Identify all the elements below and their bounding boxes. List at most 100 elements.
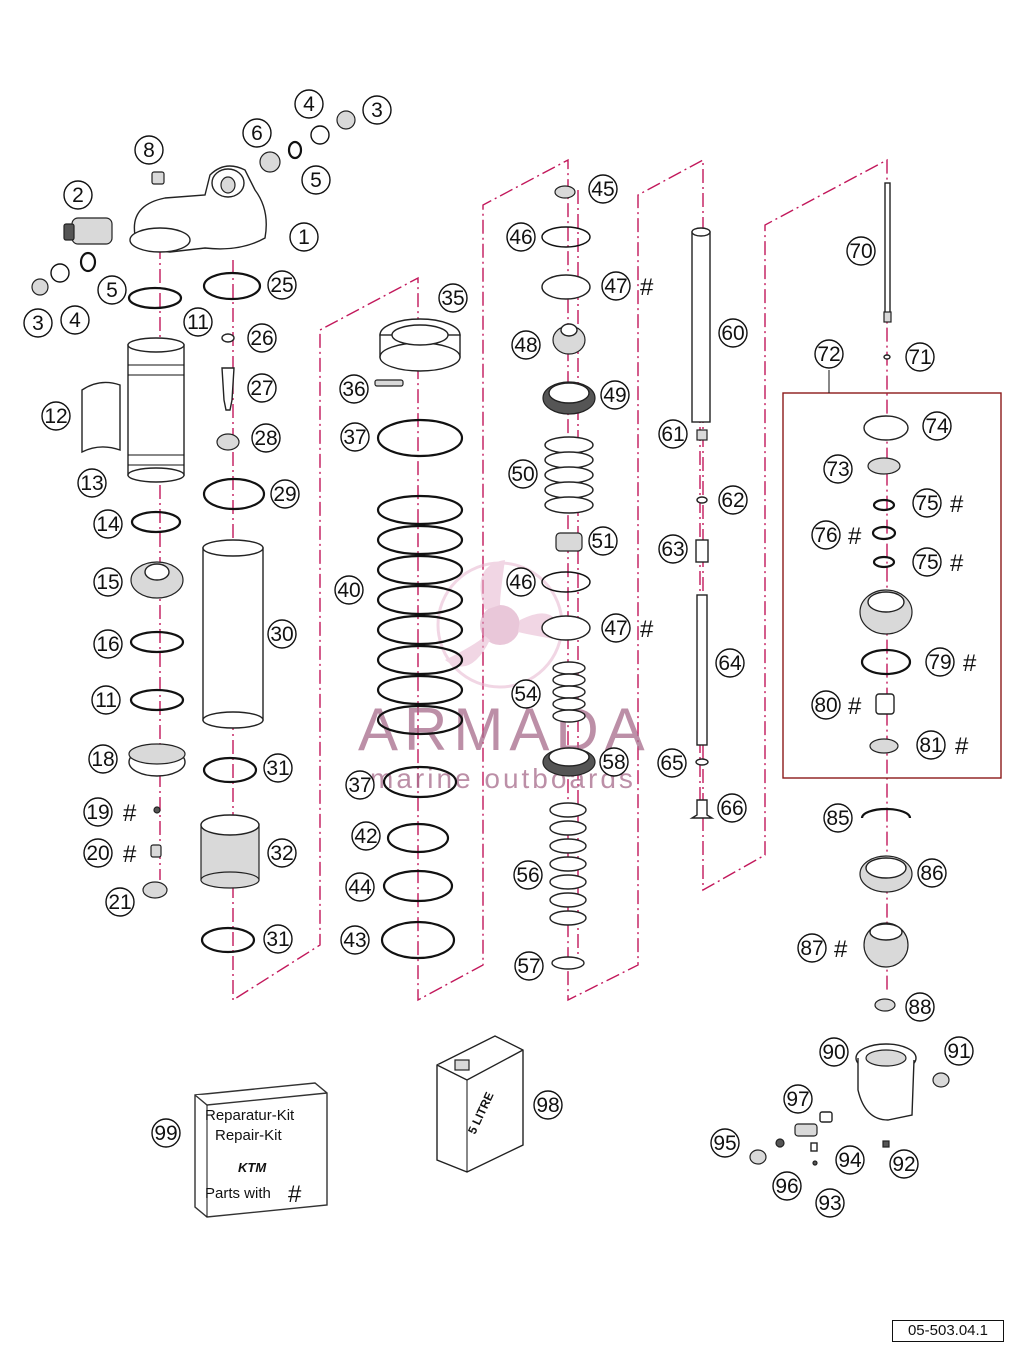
piston-49 <box>542 381 596 415</box>
callout-90: 90 <box>819 1037 849 1067</box>
callout-92: 92 <box>889 1149 919 1179</box>
callout-96: 96 <box>772 1171 802 1201</box>
svg-text:71: 71 <box>908 346 931 369</box>
watermark-logo <box>436 560 564 689</box>
bushing-6 <box>259 151 281 173</box>
svg-text:11: 11 <box>95 689 117 712</box>
washer-57 <box>551 956 585 970</box>
valve-20 <box>150 844 162 858</box>
piston-15 <box>130 561 184 599</box>
callout-93: 93 <box>815 1188 845 1218</box>
nut-88 <box>874 998 896 1012</box>
washer-62 <box>696 496 708 504</box>
callout-3-left: 3 <box>23 308 53 338</box>
washer-26 <box>221 333 235 343</box>
callout-4-left: 4 <box>60 305 90 335</box>
callout-19: 19 <box>83 797 113 827</box>
callout-98: 98 <box>533 1090 563 1120</box>
callout-91: 91 <box>944 1036 974 1066</box>
svg-text:97: 97 <box>786 1088 809 1111</box>
svg-text:95: 95 <box>713 1132 736 1155</box>
spring-retainer-35 <box>379 318 461 372</box>
svg-text:27: 27 <box>250 377 273 400</box>
callout-4-right: 4 <box>294 89 324 119</box>
callout-30: 30 <box>267 619 297 649</box>
svg-text:65: 65 <box>660 752 683 775</box>
hash-76: # <box>848 523 862 550</box>
repair-kit-line-1: Reparatur-Kit <box>205 1107 295 1124</box>
callout-29: 29 <box>270 479 300 509</box>
svg-text:46: 46 <box>509 226 532 249</box>
housing-86 <box>859 855 913 893</box>
svg-text:87: 87 <box>800 937 823 960</box>
callout-5-right: 5 <box>301 165 331 195</box>
callout-85: 85 <box>823 803 853 833</box>
svg-text:64: 64 <box>718 652 742 675</box>
callout-99: 99 <box>151 1118 181 1148</box>
lower-eye-90 <box>855 1043 917 1121</box>
ring-46-mid <box>541 571 591 593</box>
callout-56: 56 <box>513 860 543 890</box>
svg-text:63: 63 <box>661 538 684 561</box>
svg-text:25: 25 <box>270 274 293 297</box>
o-ring-96 <box>775 1138 785 1148</box>
svg-text:44: 44 <box>348 876 372 899</box>
svg-text:98: 98 <box>536 1094 559 1117</box>
callout-72: 72 <box>814 339 844 369</box>
svg-text:42: 42 <box>354 825 377 848</box>
callout-88: 88 <box>905 992 935 1022</box>
callout-21: 21 <box>105 887 135 917</box>
callout-6: 6 <box>242 118 272 148</box>
part-73 <box>867 457 901 475</box>
callout-11-top: 11 <box>183 307 213 337</box>
hash-75-bottom: # <box>950 550 964 577</box>
callout-12: 12 <box>41 401 71 431</box>
shim-stack-50 <box>544 436 594 514</box>
callout-75-top: 75 <box>912 488 942 518</box>
ring-44 <box>382 869 454 903</box>
callout-32: 32 <box>267 838 297 868</box>
svg-text:37: 37 <box>343 426 366 449</box>
callout-73: 73 <box>823 454 853 484</box>
callout-16: 16 <box>93 629 123 659</box>
svg-text:31: 31 <box>266 928 289 951</box>
sticker-12 <box>81 381 121 454</box>
o-ring-5-left <box>79 251 97 273</box>
svg-text:94: 94 <box>838 1149 862 1172</box>
svg-text:90: 90 <box>822 1041 845 1064</box>
ring-31-bottom <box>200 926 256 954</box>
housing-78 <box>859 589 913 635</box>
shim-stack-56 <box>549 802 587 926</box>
svg-text:45: 45 <box>591 178 614 201</box>
callout-74: 74 <box>922 411 952 441</box>
svg-text:75: 75 <box>915 551 938 574</box>
callout-86: 86 <box>917 858 947 888</box>
callout-20: 20 <box>83 838 113 868</box>
callout-75-bottom: 75 <box>912 547 942 577</box>
ring-29 <box>202 477 266 511</box>
svg-text:62: 62 <box>721 489 744 512</box>
repair-kit-hash-marks: # # # # # # # # # # # <box>123 274 977 963</box>
callout-47-top: 47 <box>601 271 631 301</box>
svg-text:43: 43 <box>343 929 366 952</box>
washer-65 <box>695 758 709 766</box>
part-74 <box>863 415 909 441</box>
ball-93 <box>812 1160 818 1166</box>
svg-text:54: 54 <box>514 683 538 706</box>
svg-text:92: 92 <box>892 1153 915 1176</box>
nut-45 <box>554 185 576 199</box>
svg-text:66: 66 <box>720 797 743 820</box>
screw-92 <box>882 1140 890 1148</box>
callout-37-top: 37 <box>340 422 370 452</box>
hash-75-top: # <box>950 491 964 518</box>
callout-60: 60 <box>718 318 748 348</box>
oil-can-98: 5 LITRE <box>436 1035 524 1173</box>
ring-37-bottom <box>382 765 458 799</box>
ring-42 <box>386 822 450 854</box>
bushing-51 <box>555 532 583 552</box>
callout-35: 35 <box>438 283 468 313</box>
svg-text:51: 51 <box>591 530 614 553</box>
piston-58 <box>542 747 596 777</box>
bushing-91 <box>932 1072 950 1088</box>
callout-50: 50 <box>508 459 538 489</box>
